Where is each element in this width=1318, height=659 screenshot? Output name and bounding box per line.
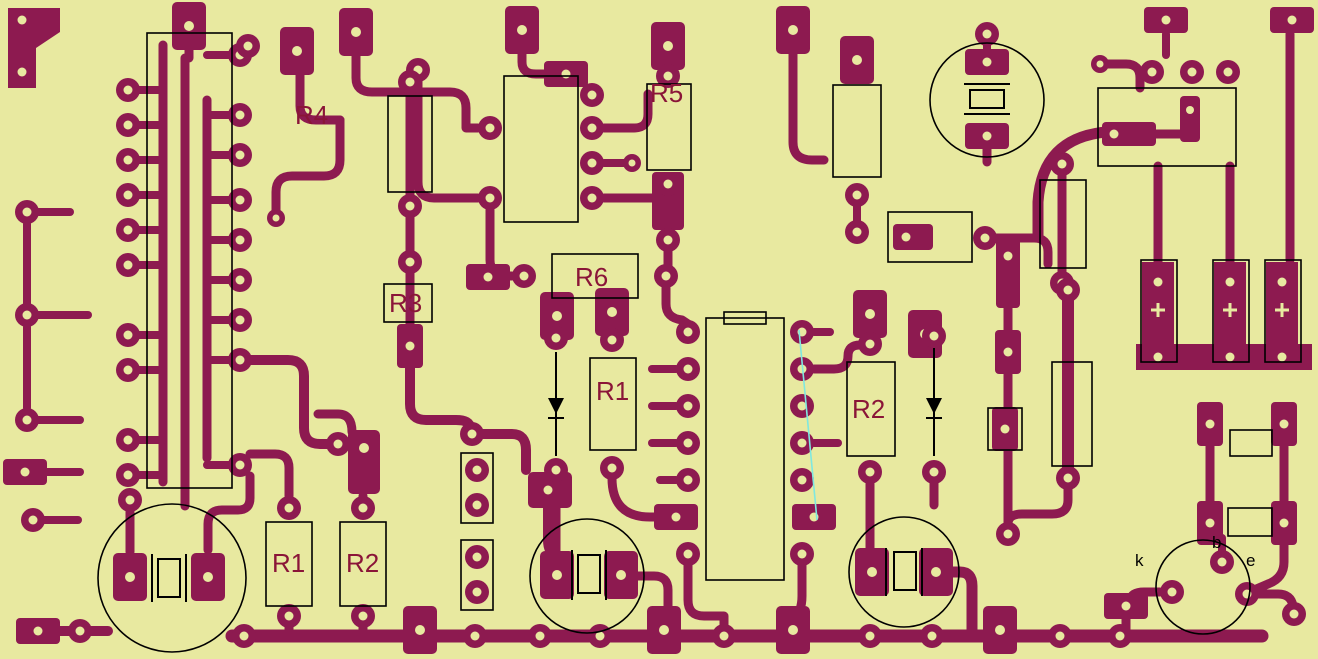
component-outlines	[146, 32, 1302, 611]
transistor-outline	[1155, 539, 1251, 635]
label-pin-e: e	[1246, 551, 1255, 570]
label-pin-b: b	[1212, 533, 1221, 552]
diode-right-triangle	[926, 398, 942, 414]
crystal-outline-middle	[529, 518, 645, 634]
label-r1-bottom: R1	[272, 548, 305, 578]
diode-symbols	[548, 348, 942, 456]
ratsnest-line	[798, 329, 818, 521]
labels: R4 R5 R6 R3 R1 R2 R1 R2 k b e	[272, 78, 1255, 578]
ratsnest	[798, 329, 818, 521]
label-r2-bottom: R2	[346, 548, 379, 578]
crystal-outline-left	[97, 503, 247, 653]
capacitor-polarity-marks	[1151, 303, 1289, 317]
label-r6: R6	[575, 262, 608, 292]
crystal-outline-right	[848, 516, 960, 628]
diode-left-triangle	[548, 398, 564, 414]
label-r1-mid: R1	[596, 376, 629, 406]
label-r4: R4	[295, 100, 328, 130]
label-pin-k: k	[1135, 551, 1144, 570]
crystal-symbols	[151, 83, 1010, 602]
label-r3: R3	[389, 288, 422, 318]
label-r2-mid: R2	[852, 394, 885, 424]
label-r5: R5	[650, 78, 683, 108]
crystal-outline-top	[929, 42, 1045, 158]
crystal-circles	[97, 42, 1251, 653]
